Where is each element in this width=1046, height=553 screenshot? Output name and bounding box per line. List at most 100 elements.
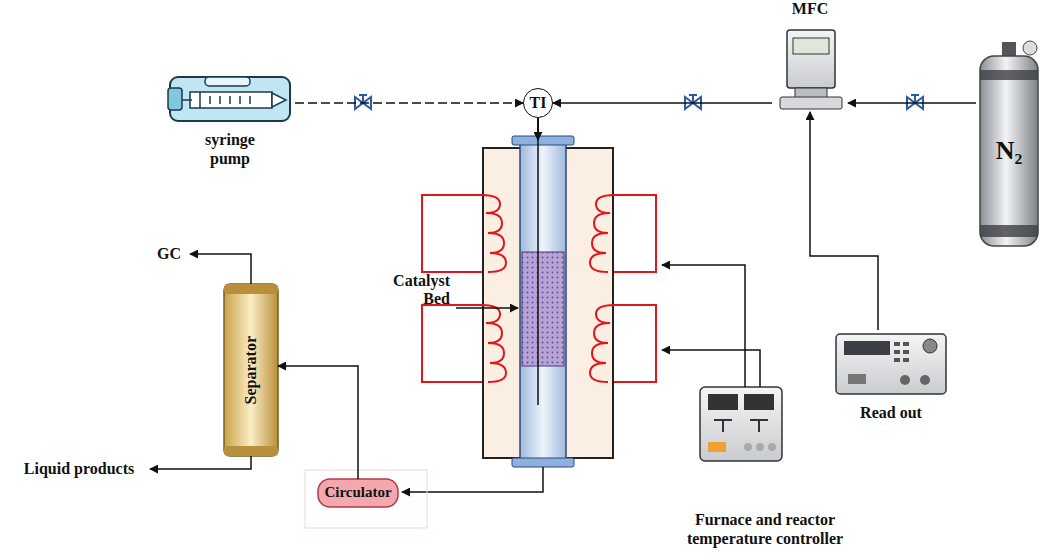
flow-connector <box>150 456 251 469</box>
flow-connector <box>810 112 878 330</box>
node-label: Furnace and reactor temperature controll… <box>678 511 853 548</box>
furnace-reactor <box>483 118 613 467</box>
syringe-pump-icon <box>205 77 250 86</box>
separator-vessel <box>224 284 278 456</box>
product-outlet: Liquid products <box>8 458 150 480</box>
heating-coil <box>482 305 506 382</box>
valve-symbol <box>359 95 367 103</box>
furnace-reactor <box>512 136 574 145</box>
control-wire <box>662 265 760 387</box>
heating-coil <box>422 305 482 382</box>
heating-coil <box>614 305 656 382</box>
flow-connector <box>848 102 976 104</box>
syringe-pump-icon <box>170 77 290 121</box>
part-label: Catalyst Bed <box>378 272 450 309</box>
readout-device <box>903 342 909 346</box>
syringe-pump-icon <box>272 93 286 107</box>
mass-flow-controller-icon <box>780 30 842 109</box>
separator-vessel <box>224 284 278 294</box>
node-label: Separator <box>242 336 260 404</box>
flow-connector <box>190 254 251 284</box>
circulator-body <box>305 470 427 528</box>
readout-device <box>836 334 946 394</box>
control-wire <box>662 350 760 387</box>
node-label: Read out <box>860 404 922 422</box>
syringe-pump-icon <box>168 77 290 121</box>
furnace-reactor <box>537 118 539 405</box>
flow-connector <box>278 366 358 479</box>
gas-cylinder <box>1023 41 1037 55</box>
node-label: syringe pump <box>190 131 270 168</box>
syringe-pump-icon <box>190 92 272 108</box>
temperature-controller-device <box>744 394 774 410</box>
circulator-box: Circulator <box>318 479 398 507</box>
control-wire <box>662 265 745 387</box>
gas-cylinder <box>980 41 1038 246</box>
furnace-reactor <box>520 143 566 461</box>
valve-symbol <box>355 95 923 109</box>
valve-symbol <box>689 95 697 103</box>
outlet-line <box>402 467 543 492</box>
gas-cylinder <box>980 225 1038 237</box>
gas-cylinder-node: N₂ <box>976 56 1042 246</box>
node-label: MFC <box>792 0 828 18</box>
temperature-controller-device <box>744 443 752 451</box>
readout-device <box>848 374 866 384</box>
readout-device <box>894 350 900 354</box>
separator-vessel <box>224 284 278 456</box>
readout-device <box>894 358 900 362</box>
separator-vessel <box>224 446 278 456</box>
furnace-reactor <box>537 118 539 140</box>
mass-flow-controller-icon <box>780 97 842 109</box>
temperature-controller-device <box>756 443 764 451</box>
pump-unit: syringe pump <box>165 72 295 168</box>
node-label: N₂ <box>996 136 1023 166</box>
readout-device <box>923 339 937 353</box>
temperature-controller-device <box>714 420 768 432</box>
circulator-body <box>305 470 427 528</box>
readout-device <box>900 375 910 385</box>
readout-node: Read out <box>830 330 952 422</box>
flow-connector <box>295 102 523 104</box>
mass-flow-controller: MFC <box>772 0 848 112</box>
readout-device <box>903 358 909 362</box>
mass-flow-controller-icon <box>787 30 835 88</box>
mass-flow-controller-icon <box>793 38 829 54</box>
gas-cylinder <box>980 70 1038 80</box>
heating-coil <box>422 195 482 272</box>
node-label: Circulator <box>324 484 391 501</box>
furnace-reactor <box>512 458 574 467</box>
syringe-pump-icon <box>168 88 182 110</box>
readout-device <box>920 375 930 385</box>
product-outlet: GC <box>148 244 190 264</box>
temperature-controller-device <box>708 442 726 452</box>
heating-coil <box>482 195 506 272</box>
heating-coil <box>422 195 656 382</box>
node-label: Liquid products <box>24 460 134 478</box>
gas-cylinder <box>1002 42 1016 56</box>
readout-device <box>836 334 946 394</box>
valve-symbol <box>911 95 919 103</box>
circulator-body <box>318 479 398 507</box>
readout-device <box>894 342 909 362</box>
gas-cylinder <box>980 56 1038 246</box>
readout-device <box>894 342 900 346</box>
separator-node: Separator <box>224 284 278 456</box>
readout-device <box>903 350 909 354</box>
furnace-reactor <box>522 252 564 366</box>
syringe-pump-icon <box>182 92 250 108</box>
leader-arrow <box>456 307 518 309</box>
temperature-controller-device <box>700 387 782 461</box>
temperature-controller-device <box>708 394 738 410</box>
node-label: TI <box>530 94 547 112</box>
heating-coil <box>590 305 614 382</box>
heating-coil <box>614 195 656 272</box>
indicator-circle: TI <box>523 88 553 118</box>
temperature-controller-device <box>768 443 776 451</box>
temperature-controller-device <box>700 387 782 461</box>
readout-device <box>844 341 890 355</box>
heating-coil <box>590 195 614 272</box>
flow-connector <box>553 102 772 104</box>
